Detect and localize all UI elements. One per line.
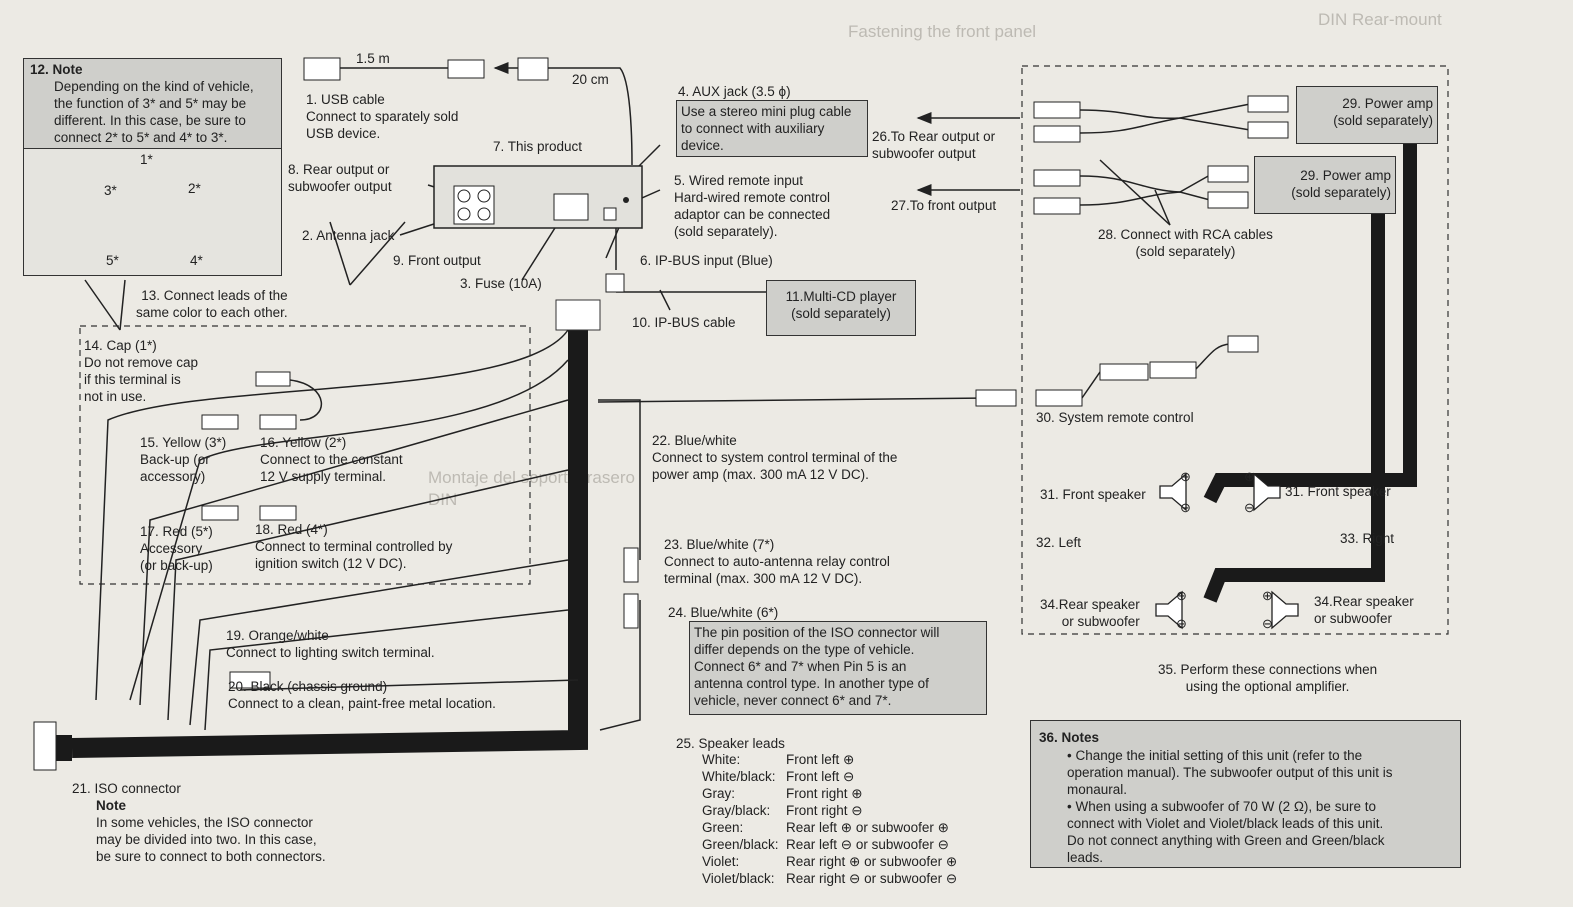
usb-cable-label: 1. USB cable Connect to sparately sold U… bbox=[306, 92, 459, 141]
iso-note-heading: Note bbox=[96, 798, 126, 813]
front-speaker-left-label: 31. Front speaker bbox=[1040, 487, 1146, 502]
to-front-output-label: 27.To front output bbox=[891, 198, 997, 213]
svg-text:⊕: ⊕ bbox=[1244, 469, 1255, 484]
background-heading: DIN Rear-mount bbox=[1318, 10, 1442, 29]
power-amp-text: 29. Power amp (sold separately) bbox=[1291, 168, 1391, 200]
lead-destination: Rear left ⊖ or subwoofer ⊖ bbox=[786, 837, 949, 852]
star-label: 2* bbox=[188, 181, 201, 196]
aux-info-box: Use a stereo mini plug cable to connect … bbox=[676, 100, 868, 157]
notes-text: • Change the initial setting of this uni… bbox=[1067, 748, 1393, 865]
star-label: 5* bbox=[106, 253, 119, 268]
multi-cd-box: 11.Multi-CD player (sold separately) bbox=[766, 280, 916, 336]
multi-cd-text: 11.Multi-CD player (sold separately) bbox=[785, 289, 897, 321]
list-item: Violet/black: Rear right ⊖ or subwoofer … bbox=[702, 871, 957, 888]
power-amp-text: 29. Power amp (sold separately) bbox=[1333, 96, 1433, 128]
blue-white-22-label: 22. Blue/white Connect to system control… bbox=[652, 433, 898, 482]
svg-text:⊕: ⊕ bbox=[1180, 469, 1191, 484]
cable-length-label: 1.5 m bbox=[356, 51, 390, 66]
notes-heading: 36. Notes bbox=[1039, 730, 1100, 745]
lead-destination: Rear left ⊕ or subwoofer ⊕ bbox=[786, 820, 949, 835]
front-output-label: 9. Front output bbox=[393, 253, 481, 268]
lead-destination: Front right ⊖ bbox=[786, 803, 863, 818]
rca-cables-label: 28. Connect with RCA cables (sold separa… bbox=[1098, 227, 1273, 259]
red-4-label: 18. Red (4*) Connect to terminal control… bbox=[255, 522, 453, 571]
svg-text:⊖: ⊖ bbox=[1262, 616, 1273, 631]
iso-connector-label: 21. ISO connector bbox=[72, 781, 181, 796]
note-12-text: Depending on the kind of vehicle, the fu… bbox=[54, 79, 254, 145]
notes-box: 36. Notes • Change the initial setting o… bbox=[1030, 720, 1461, 868]
list-item: Gray: Front right ⊕ bbox=[702, 786, 863, 803]
red-5-label: 17. Red (5*) Accessory (or back-up) bbox=[140, 524, 213, 573]
blue-white-23-label: 23. Blue/white (7*) Connect to auto-ante… bbox=[664, 537, 890, 586]
right-label: 33. Right bbox=[1340, 531, 1395, 546]
product-label: 7. This product bbox=[493, 139, 583, 154]
star-label: 1* bbox=[140, 152, 153, 167]
ip-bus-input-label: 6. IP-BUS input (Blue) bbox=[640, 253, 773, 268]
lead-color: Violet: bbox=[702, 854, 740, 869]
rear-output-label: 8. Rear output or subwoofer output bbox=[288, 162, 392, 194]
list-item: Green: Rear left ⊕ or subwoofer ⊕ bbox=[702, 820, 949, 837]
wired-remote-label: 5. Wired remote input Hard-wired remote … bbox=[674, 173, 831, 239]
lead-color: White/black: bbox=[702, 769, 776, 784]
power-amp-box: 29. Power amp (sold separately) bbox=[1254, 156, 1396, 214]
aux-jack-label: 4. AUX jack (3.5 ϕ) bbox=[678, 84, 791, 99]
iso-note-text: In some vehicles, the ISO connector may … bbox=[96, 815, 326, 864]
lead-color: Violet/black: bbox=[702, 871, 775, 886]
lead-destination: Front right ⊕ bbox=[786, 786, 863, 801]
power-amp-box: 29. Power amp (sold separately) bbox=[1296, 86, 1438, 144]
yellow-2-label: 16. Yellow (2*) Connect to the constant … bbox=[260, 435, 403, 484]
note-diagram-box bbox=[23, 148, 282, 276]
lead-color: Green: bbox=[702, 820, 744, 835]
aux-info-text: Use a stereo mini plug cable to connect … bbox=[681, 104, 852, 153]
note-12-heading: 12. Note bbox=[30, 62, 83, 77]
svg-text:⊕: ⊕ bbox=[1262, 588, 1273, 603]
front-speaker-right-label: 31. Front speaker bbox=[1285, 484, 1391, 499]
iso-pin-box: The pin position of the ISO connector wi… bbox=[689, 621, 987, 715]
list-item: Green/black: Rear left ⊖ or subwoofer ⊖ bbox=[702, 837, 949, 854]
orange-white-label: 19. Orange/white Connect to lighting swi… bbox=[226, 628, 435, 660]
yellow-3-label: 15. Yellow (3*) Back-up (or accessory) bbox=[140, 435, 227, 484]
lead-color: Gray/black: bbox=[702, 803, 771, 818]
svg-text:⊕: ⊕ bbox=[1176, 588, 1187, 603]
connect-leads-label: 13. Connect leads of the same color to e… bbox=[136, 288, 288, 320]
list-item: Violet: Rear right ⊕ or subwoofer ⊕ bbox=[702, 854, 957, 871]
iso-pin-text: The pin position of the ISO connector wi… bbox=[694, 625, 940, 708]
rear-speaker-left-label: 34.Rear speaker or subwoofer bbox=[1040, 597, 1140, 629]
list-item: Gray/black: Front right ⊖ bbox=[702, 803, 863, 820]
lead-destination: Front left ⊕ bbox=[786, 752, 855, 767]
list-item: White/black: Front left ⊖ bbox=[702, 769, 854, 786]
list-item: White: Front left ⊕ bbox=[702, 752, 854, 769]
ip-bus-cable-label: 10. IP-BUS cable bbox=[632, 315, 736, 330]
lead-destination: Rear right ⊖ or subwoofer ⊖ bbox=[786, 871, 958, 886]
cap-label: 14. Cap (1*) Do not remove cap if this t… bbox=[84, 338, 199, 404]
black-ground-label: 20. Black (chassis ground) Connect to a … bbox=[228, 679, 496, 711]
svg-text:⊖: ⊖ bbox=[1176, 616, 1187, 631]
blue-white-24-label: 24. Blue/white (6*) bbox=[668, 605, 779, 620]
lead-destination: Front left ⊖ bbox=[786, 769, 855, 784]
background-heading: Fastening the front panel bbox=[848, 22, 1037, 41]
svg-text:⊖: ⊖ bbox=[1244, 500, 1255, 515]
cable-length-label: 20 cm bbox=[572, 72, 609, 87]
lead-color: Gray: bbox=[702, 786, 736, 801]
speaker-leads-list: White: Front left ⊕ White/black: Front l… bbox=[702, 752, 957, 888]
left-label: 32. Left bbox=[1036, 535, 1082, 550]
lead-destination: Rear right ⊕ or subwoofer ⊕ bbox=[786, 854, 958, 869]
star-label: 3* bbox=[104, 183, 117, 198]
rear-speaker-right-label: 34.Rear speaker or subwoofer bbox=[1314, 594, 1414, 626]
lead-color: White: bbox=[702, 752, 741, 767]
antenna-jack-label: 2. Antenna jack bbox=[302, 228, 395, 243]
star-label: 4* bbox=[190, 253, 203, 268]
to-rear-output-label: 26.To Rear output or subwoofer output bbox=[872, 129, 996, 161]
speaker-leads-label: 25. Speaker leads bbox=[676, 736, 785, 751]
lead-color: Green/black: bbox=[702, 837, 779, 852]
fuse-label: 3. Fuse (10A) bbox=[460, 276, 542, 291]
optional-amp-label: 35. Perform these connections when using… bbox=[1158, 662, 1378, 694]
svg-text:⊖: ⊖ bbox=[1180, 500, 1191, 515]
system-remote-label: 30. System remote control bbox=[1036, 410, 1194, 425]
